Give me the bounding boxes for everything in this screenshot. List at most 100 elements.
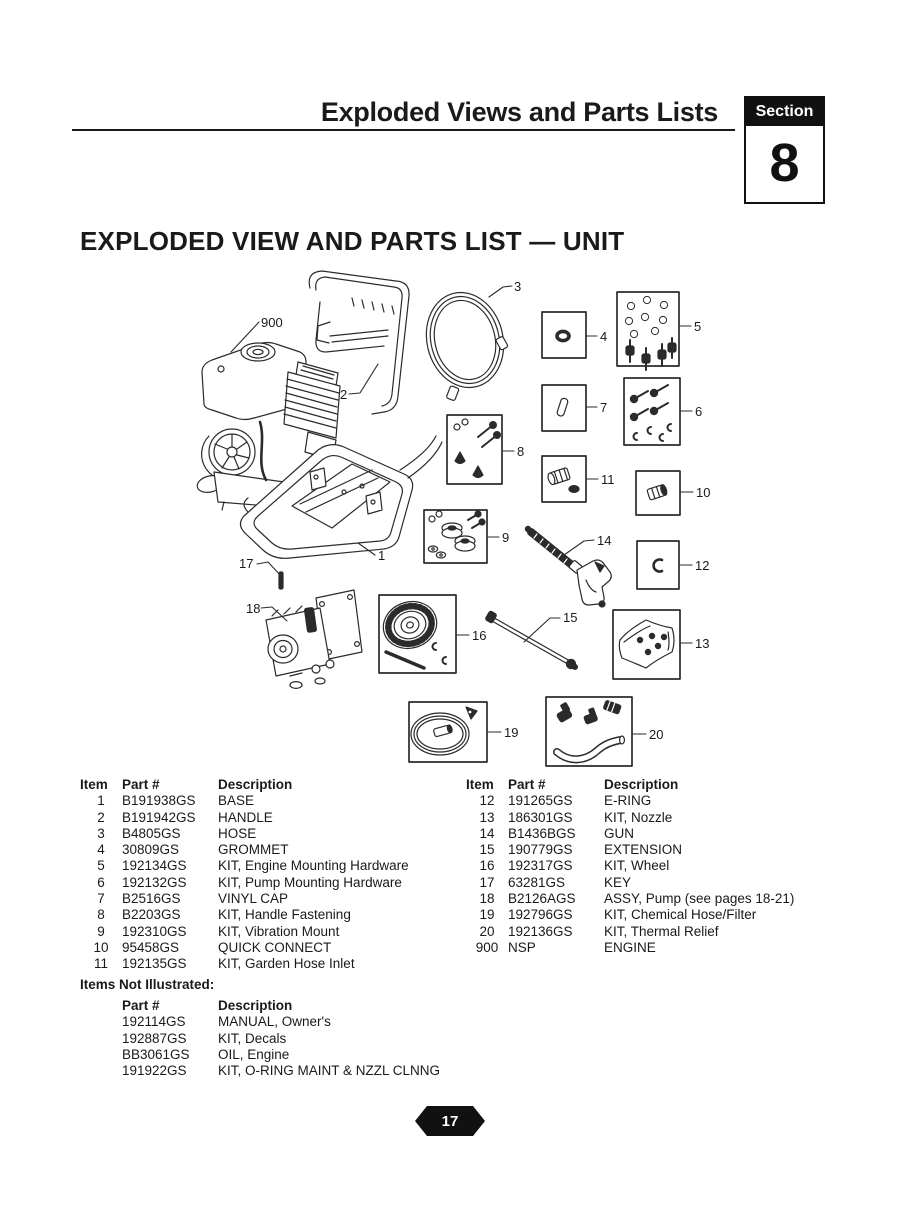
part-number: B2516GS	[122, 891, 181, 907]
item-number: 18	[479, 891, 495, 907]
column-header-desc: Description	[218, 998, 293, 1013]
item-number: 3	[97, 825, 105, 841]
parts-table-header: Item Part # Description	[80, 777, 462, 793]
item-number: 16	[479, 858, 495, 874]
item-number: 19	[479, 907, 495, 923]
thermal-relief-kit-box	[545, 696, 633, 767]
item-number: 17	[479, 874, 495, 890]
parts-table-row: 7 B2516GS VINYL CAP	[80, 891, 462, 907]
handle-drawing	[308, 270, 410, 415]
part-description: VINYL CAP	[218, 891, 289, 907]
pump-mount-kit-box	[623, 377, 681, 446]
part-description: KIT, Chemical Hose/Filter	[604, 907, 757, 923]
leader-lines	[230, 285, 694, 735]
part-description: KIT, Thermal Relief	[604, 923, 719, 939]
part-number: 192796GS	[508, 907, 573, 923]
item-number: 9	[97, 923, 105, 939]
column-header-part: Part #	[122, 998, 160, 1013]
part-number: B191938GS	[122, 793, 196, 809]
item-number: 20	[479, 923, 495, 939]
callout-12: 12	[695, 558, 709, 573]
wheel-kit-box	[378, 594, 457, 674]
callout-15: 15	[563, 610, 577, 625]
part-number: B2203GS	[122, 907, 181, 923]
part-description: KIT, Nozzle	[604, 809, 673, 825]
part-description: BASE	[218, 793, 255, 809]
not-illustrated-title: Items Not Illustrated:	[80, 977, 215, 992]
item-number: 15	[479, 842, 495, 858]
part-number: 63281GS	[508, 874, 566, 890]
callout-7: 7	[600, 400, 607, 415]
callout-20: 20	[649, 727, 663, 742]
garden-hose-inlet-box	[541, 455, 587, 503]
callout-4: 4	[600, 329, 607, 344]
base-frame-drawing	[239, 435, 443, 559]
item-number: 6	[97, 874, 105, 890]
column-header-item: Item	[80, 777, 108, 792]
column-header-desc: Description	[604, 777, 679, 792]
column-header-part: Part #	[122, 777, 160, 792]
item-number: 13	[479, 809, 495, 825]
part-number: B1436BGS	[508, 825, 576, 841]
handle-fastening-kit-box	[446, 414, 503, 485]
part-number: 30809GS	[122, 842, 180, 858]
item-number: 1	[97, 793, 105, 809]
part-description: GROMMET	[218, 842, 289, 858]
callout-17: 17	[239, 556, 253, 571]
column-header-desc: Description	[218, 777, 293, 792]
parts-table-header: Part # Description	[122, 998, 502, 1014]
page-header-title: Exploded Views and Parts Lists	[320, 97, 718, 127]
callout-6: 6	[695, 404, 702, 419]
page-title: EXPLODED VIEW AND PARTS LIST — UNIT	[80, 226, 625, 256]
part-description: ASSY, Pump (see pages 18-21)	[604, 891, 795, 907]
part-description: KIT, Vibration Mount	[218, 923, 340, 939]
parts-table-row: 17 63281GS KEY	[466, 875, 896, 891]
e-ring-box	[636, 540, 680, 590]
nozzle-kit-box	[612, 609, 681, 680]
parts-table-row: 1 B191938GS BASE	[80, 793, 462, 809]
part-number: NSP	[508, 939, 536, 955]
badge-shape	[415, 1106, 485, 1136]
part-description: KEY	[604, 874, 632, 890]
item-number: 7	[97, 891, 105, 907]
item-number: 10	[93, 939, 109, 955]
callout-5: 5	[694, 319, 701, 334]
callout-900: 900	[261, 315, 283, 330]
page-number-badge: 17	[415, 1106, 485, 1136]
part-number: 192317GS	[508, 858, 573, 874]
item-number: 11	[93, 956, 108, 972]
callout-16: 16	[472, 628, 486, 643]
section-label: Section	[746, 98, 823, 126]
part-number: B4805GS	[122, 825, 181, 841]
callout-8: 8	[517, 444, 524, 459]
part-number: 192134GS	[122, 858, 187, 874]
callout-11: 11	[601, 472, 615, 487]
part-description: KIT, O-RING MAINT & NZZL CLNNG	[218, 1063, 441, 1079]
part-description: GUN	[604, 825, 634, 841]
parts-table-row: 19 192796GS KIT, Chemical Hose/Filter	[466, 907, 896, 923]
engine-mount-kit-box	[616, 291, 680, 371]
callout-14: 14	[597, 533, 611, 548]
part-description: KIT, Engine Mounting Hardware	[218, 858, 409, 874]
part-number: 192114GS	[122, 1014, 186, 1030]
chemical-filter-kit-box	[408, 701, 488, 763]
part-description: HANDLE	[218, 809, 273, 825]
